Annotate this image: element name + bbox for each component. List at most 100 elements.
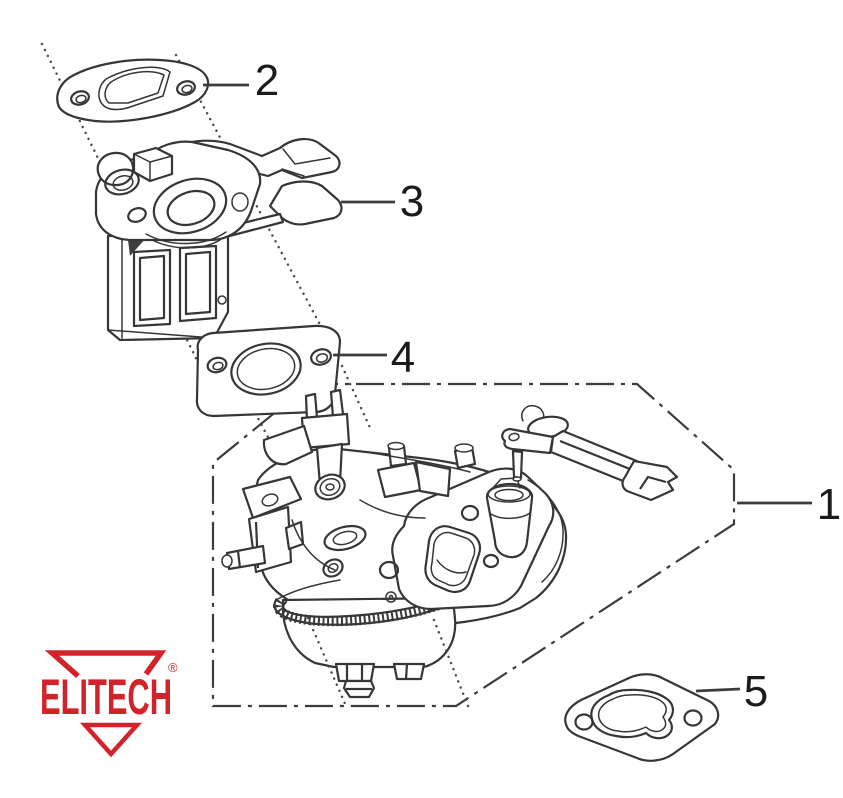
upper-right-bolt-head	[454, 443, 474, 453]
callout-label-2: 2	[255, 56, 279, 105]
part-5-opening-inner	[597, 694, 667, 733]
bowl-lug-left	[334, 662, 376, 683]
flange-bore-inner	[430, 531, 476, 587]
carb-fuel-cup	[485, 477, 534, 559]
assembly-axis-right	[174, 53, 342, 364]
carb-fuel-inlet	[221, 544, 267, 571]
cup-rim	[487, 485, 531, 503]
part-5-gasket	[564, 673, 720, 762]
part-3-insulator	[94, 138, 343, 342]
inlet-nipple	[221, 554, 233, 568]
bracket-hole	[261, 493, 279, 507]
logo-registered-mark: ®	[168, 660, 178, 675]
cup-rim-inner	[494, 488, 524, 502]
part-3-bore-outer	[152, 177, 228, 235]
carb-idle-screw	[322, 558, 344, 578]
carb-idle-boss-inner	[332, 530, 358, 546]
arm-pin-tip	[512, 476, 522, 482]
bracket-plate	[241, 475, 303, 520]
fork-prong-right	[329, 388, 345, 419]
cup-body	[485, 482, 534, 559]
flange-hole-left	[378, 560, 400, 580]
logo-brand-text: ELITECH	[40, 669, 172, 725]
part-2-outline	[56, 58, 210, 123]
bolt-hole-inner	[212, 361, 224, 371]
carb-idle-screw-slot	[327, 562, 339, 574]
arm-top-loop	[521, 404, 545, 423]
arm-paddle-tip	[621, 459, 679, 502]
flange-corner-screw	[385, 591, 397, 603]
arm-bracket-hole	[508, 432, 520, 442]
part-5-opening-outer	[590, 688, 674, 740]
carb-idle-boss-outer	[323, 524, 367, 552]
part-3-hex-bore-inner	[112, 175, 134, 191]
callout-label-5: 5	[744, 667, 768, 716]
part-2-opening	[98, 66, 171, 111]
carb-adjust-screw-coil	[314, 473, 346, 501]
bowl-axis-right	[432, 618, 470, 708]
part-4-bolt-holes	[206, 348, 332, 374]
part-3-right-hole	[231, 192, 249, 212]
coil-mid	[319, 477, 341, 497]
flange-hole-right	[482, 553, 500, 569]
part-5-outline	[564, 673, 720, 762]
flange-corner-screw-center	[388, 594, 394, 600]
carburetor-assembly	[221, 388, 568, 699]
part-3-plate-hole	[127, 207, 147, 223]
part-3-plate-swoosh	[145, 231, 227, 249]
part-4-opening-inner	[236, 347, 296, 391]
part-3-hex-bore	[104, 168, 140, 196]
part-3-corner-hole	[128, 238, 146, 256]
bolt-hole-inner	[181, 84, 193, 94]
callout-label-3: 3	[400, 177, 424, 226]
carb-bowl-bottom	[334, 662, 426, 699]
bowl-drain-bolt	[342, 679, 376, 699]
bolt-hole	[206, 356, 228, 374]
cup-band	[490, 512, 531, 520]
callout-label-4: 4	[391, 333, 415, 382]
bolt-hole	[70, 90, 90, 106]
part-3-fork-notch	[281, 148, 331, 177]
part-3-bore-inner	[166, 189, 216, 227]
bowl-assembly-axes	[306, 616, 470, 708]
leader-line-5	[695, 687, 741, 693]
bolt-hole	[574, 713, 594, 731]
part-3-lower-blade	[268, 180, 343, 226]
flange-bore-contour	[436, 559, 467, 574]
part-4-opening-outer	[230, 342, 302, 396]
part1-boundary-box	[211, 382, 736, 708]
coil-center	[325, 483, 335, 491]
part-2-gasket	[56, 58, 210, 123]
cup-bracket	[491, 477, 521, 490]
arm-pin	[511, 449, 524, 480]
part-3-body-edges	[107, 239, 215, 339]
logo-v-triangle	[79, 722, 143, 758]
bolt-hole	[310, 348, 332, 366]
callout-label-1: 1	[817, 480, 841, 529]
bolt-hole-inner	[75, 94, 87, 104]
bowl-axis-left	[306, 616, 348, 708]
throttle-control-arm	[501, 404, 679, 502]
part-2-bolt-holes	[70, 80, 196, 106]
part-3-side-hole	[217, 295, 227, 305]
logo-funnel-shape	[44, 650, 167, 679]
elitech-logo: ELITECH ®	[40, 650, 178, 758]
mid-bolt-head	[387, 441, 405, 451]
mid-block-left	[376, 461, 423, 499]
ring-top-edge	[275, 579, 341, 601]
bolt-hole-inner	[315, 353, 329, 363]
carb-body-contours	[291, 451, 564, 583]
part-3-hex-edges	[133, 153, 173, 182]
mid-block-right	[414, 460, 452, 498]
part-4-gasket	[195, 324, 342, 418]
callouts: 1 2 3 4 5	[203, 56, 841, 716]
part-3-hex-boss	[132, 146, 174, 183]
bolt-hole	[176, 80, 196, 96]
part-3-slot-left	[132, 248, 172, 328]
fork-wing	[262, 424, 314, 466]
bolt-hole	[683, 709, 703, 727]
flange-bore-outer	[424, 525, 482, 594]
assembly-axis-right-lower	[340, 364, 374, 434]
